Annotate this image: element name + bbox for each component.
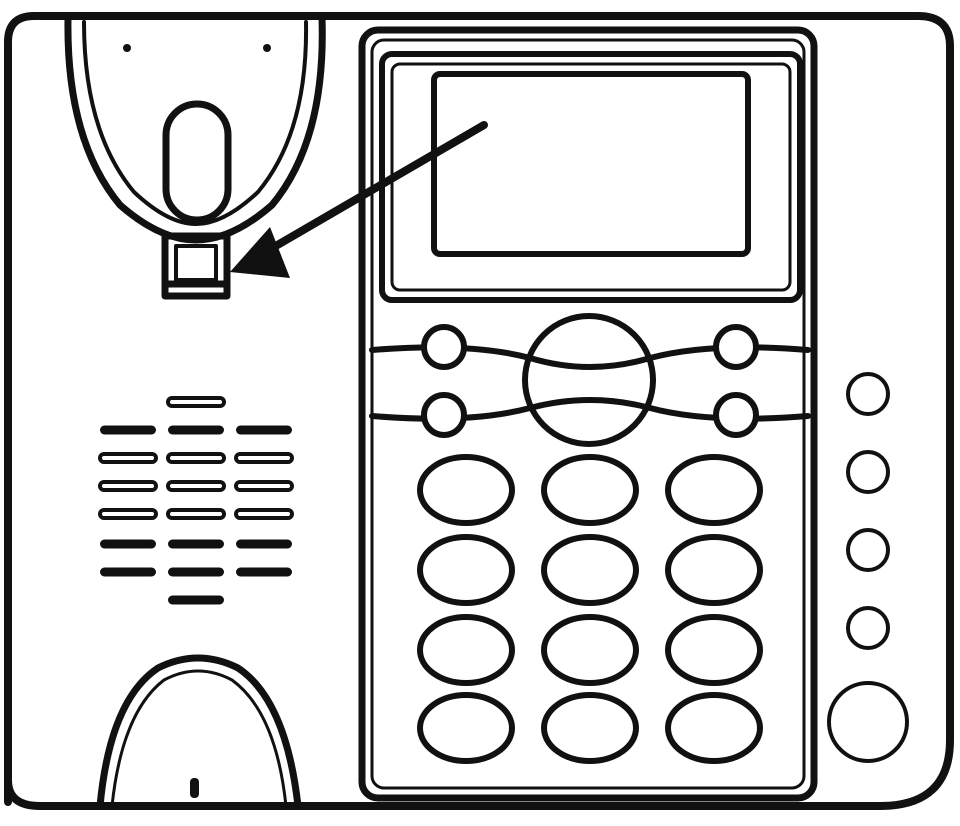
keypad-key[interactable]: [417, 534, 515, 606]
keypad-key[interactable]: [665, 614, 763, 686]
hook-switch: [161, 232, 231, 300]
soft-key-button[interactable]: [421, 392, 467, 438]
keypad-key[interactable]: [417, 692, 515, 764]
keypad-key[interactable]: [541, 692, 639, 764]
speaker-grille: [98, 396, 294, 605]
grille-slot: [98, 480, 158, 492]
cradle-screw-right: [263, 44, 271, 52]
grille-slot: [234, 508, 294, 520]
side-function-button[interactable]: [846, 372, 890, 416]
side-function-button[interactable]: [846, 450, 890, 494]
cradle-slot: [162, 100, 232, 224]
grille-slot: [166, 480, 226, 492]
grille-slot: [100, 425, 156, 435]
grille-slot: [234, 480, 294, 492]
keypad-key[interactable]: [665, 534, 763, 606]
keypad-key[interactable]: [417, 614, 515, 686]
grille-slot: [98, 508, 158, 520]
grille-slot: [166, 508, 226, 520]
handset-cradle: [64, 14, 326, 244]
keypad-key[interactable]: [665, 454, 763, 526]
grille-slot: [100, 567, 156, 577]
grille-slot: [168, 567, 224, 577]
keypad-key[interactable]: [541, 454, 639, 526]
side-function-button[interactable]: [846, 606, 890, 650]
keypad: [417, 454, 763, 764]
display-area: [379, 51, 803, 303]
keypad-key[interactable]: [541, 534, 639, 606]
keypad-key[interactable]: [665, 692, 763, 764]
soft-key-button[interactable]: [713, 392, 759, 438]
keypad-key[interactable]: [541, 614, 639, 686]
soft-key-button[interactable]: [421, 324, 467, 370]
grille-slot: [98, 452, 158, 464]
grille-slot: [166, 452, 226, 464]
side-large-button[interactable]: [827, 681, 909, 763]
grille-slot: [236, 425, 292, 435]
phone-body-outline: [4, 12, 954, 810]
grille-slot: [168, 539, 224, 549]
grille-slot: [100, 539, 156, 549]
grille-slot: [236, 567, 292, 577]
grille-slot: [168, 595, 224, 605]
grille-slot: [234, 452, 294, 464]
grille-slot: [168, 425, 224, 435]
cradle-screw-left: [123, 44, 131, 52]
keypad-key[interactable]: [417, 454, 515, 526]
base-slot: [190, 778, 199, 798]
grille-slot: [166, 396, 226, 408]
side-function-button[interactable]: [846, 528, 890, 572]
navigation-key[interactable]: [522, 313, 656, 447]
side-buttons: [827, 372, 909, 763]
soft-key-button[interactable]: [713, 324, 759, 370]
lcd-screen: [431, 71, 751, 257]
soft-keys: [421, 324, 759, 438]
grille-slot: [236, 539, 292, 549]
base-bump: [96, 654, 302, 810]
